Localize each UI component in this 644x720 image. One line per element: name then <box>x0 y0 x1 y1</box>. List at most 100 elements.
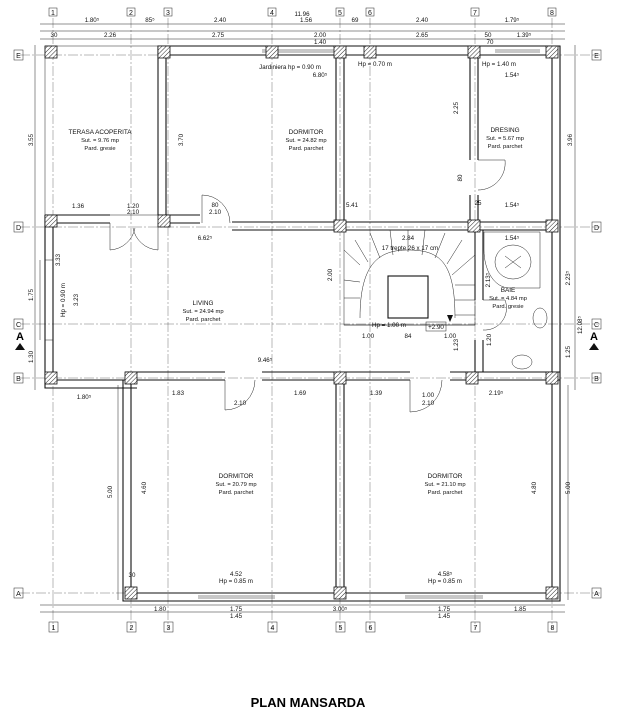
dim-370: 3.70 <box>178 133 185 146</box>
doors <box>109 159 507 413</box>
dim-662: 6.62⁵ <box>198 235 213 242</box>
bathroom-fixtures <box>483 231 548 370</box>
axis-label-A-right: A <box>594 591 599 598</box>
dim-284: 2.84 <box>402 235 415 242</box>
axis-top-label-5: 5 <box>338 10 342 17</box>
room-floor-terasa: Pard. gresie <box>84 146 115 152</box>
room-label-terasa: TERASA ACOPERITA Sut. = 9.76 mp Pard. gr… <box>68 129 132 152</box>
dim-333: 3.33 <box>55 253 62 266</box>
staircase <box>343 229 476 322</box>
dimension-text-misc: 6.80⁵ 1.54⁵ 1.54⁵ 1.54⁵ 5.41 6.62⁵ 9.46⁵… <box>28 72 584 579</box>
dim-80-b: 80 <box>457 174 464 181</box>
axis-top-2 <box>126 7 136 17</box>
note-hp-140: Hp = 1.40 m <box>482 61 516 68</box>
dim-top2-6: 1.39⁵ <box>517 32 532 39</box>
dim-80-a: 80 <box>212 202 219 209</box>
axis-label-D-left: D <box>16 225 21 232</box>
room-label-baie: BAIE Sut. = 4.84 mp Pard. gresie <box>489 287 527 310</box>
dim-123: 1.23 <box>453 338 460 351</box>
note-stairs: 17 trepte 26 x 17 cm <box>382 245 438 252</box>
dim-30: 30 <box>129 572 136 579</box>
dim-210-c: 2.10 <box>234 400 247 407</box>
dim-355: 3.55 <box>28 133 35 146</box>
annotations: Jardiniera hp = 0.90 m Hp = 0.70 m Hp = … <box>60 61 516 585</box>
axis-label-B-left: B <box>16 376 21 383</box>
dim-500-a: 5.00 <box>107 485 114 498</box>
room-area-dresing: Sut. = 5.67 mp <box>486 136 524 142</box>
dim-top2-0: 30 <box>51 32 58 39</box>
dim-154-b: 1.54⁵ <box>505 202 520 209</box>
room-name-dormitor-top: DORMITOR <box>289 129 324 136</box>
axis-label-8: 8 <box>551 625 555 632</box>
axis-label-2: 2 <box>130 625 134 632</box>
dim-500-b: 5.00 <box>565 481 572 494</box>
grid-lines <box>20 18 600 630</box>
note-hp-085-left: Hp = 0.85 m <box>219 578 253 585</box>
dim-84: 84 <box>405 333 412 340</box>
axis-label-3: 3 <box>167 625 171 632</box>
room-label-dormitor-top: DORMITOR Sut. = 24.82 mp Pard. parchet <box>285 129 326 152</box>
dim-180: 1.80⁵ <box>77 394 92 401</box>
dim-top2-3: 2.00 <box>314 32 327 39</box>
note-hp-100: Hp = 1.00 m <box>372 322 406 329</box>
dim-bottom2-0: 1.45 <box>230 613 243 620</box>
dim-top1-1: 85⁵ <box>145 17 155 24</box>
room-floor-baie: Pard. gresie <box>492 304 523 310</box>
dim-139: 1.39 <box>370 390 383 397</box>
axis-top-label-8: 8 <box>550 10 554 17</box>
room-area-baie: Sut. = 4.84 mp <box>489 296 527 302</box>
plan-title: PLAN MANSARDA <box>251 695 366 710</box>
dimension-text-bottom: 1.80 1.75 3.00⁵ 1.75 1.85 1.45 1.45 4.52… <box>154 571 527 620</box>
axis-label-6: 6 <box>369 625 373 632</box>
dim-top1-6: 1.79⁵ <box>505 17 520 24</box>
axis-top-8 <box>547 7 557 17</box>
dim-top1-0: 1.80⁵ <box>85 17 100 24</box>
axis-label-B-right: B <box>594 376 599 383</box>
dim-223: 2.23⁵ <box>565 270 572 285</box>
axis-label-E-left: E <box>16 53 21 60</box>
dim-125: 1.25 <box>565 345 572 358</box>
axis-top-6 <box>365 7 375 17</box>
dim-top1-3: 1.56 <box>300 17 313 24</box>
dim-top1-2: 2.40 <box>214 17 227 24</box>
dim-154-c: 1.54⁵ <box>505 235 520 242</box>
note-hp-070: Hp = 0.70 m <box>358 61 392 68</box>
dim-top2-4: 2.65 <box>416 32 429 39</box>
dim-200: 2.00 <box>327 268 334 281</box>
room-name-terasa: TERASA ACOPERITA <box>68 129 132 136</box>
dim-169: 1.69 <box>294 390 307 397</box>
room-floor-living: Pard. parchet <box>186 317 221 323</box>
axis-top-7 <box>470 7 480 17</box>
dim-136: 1.36 <box>72 203 85 210</box>
axis-top-label-7: 7 <box>473 10 477 17</box>
dim-bottom1-1: 1.75 <box>230 606 243 613</box>
dim-bottom1-3: 1.75 <box>438 606 451 613</box>
room-area-terasa: Sut. = 9.76 mp <box>81 138 119 144</box>
axis-label-E-right: E <box>594 53 599 60</box>
note-hp-085-right: Hp = 0.85 m <box>428 578 462 585</box>
note-hp-090: Hp = 0.90 m <box>60 283 67 317</box>
dim-460: 4.60 <box>141 481 148 494</box>
dim-bottom2-1: 1.45 <box>438 613 451 620</box>
axis-label-4: 4 <box>271 625 275 632</box>
axis-label-D-right: D <box>594 225 599 232</box>
columns <box>44 45 559 600</box>
room-floor-dormitor-top: Pard. parchet <box>289 146 324 152</box>
room-floor-dormitor-bl: Pard. parchet <box>219 490 254 496</box>
dim-bottom-inner-1: 4.58⁵ <box>438 571 453 578</box>
dim-bottom1-4: 1.85 <box>514 606 527 613</box>
dim-top2-1: 2.26 <box>104 32 117 39</box>
dim-480: 4.80 <box>531 481 538 494</box>
axis-top-1 <box>48 7 58 17</box>
dim-210-a: 2.10 <box>127 209 140 216</box>
dim-bottom-inner-0: 4.52 <box>230 571 243 578</box>
walls <box>39 45 561 602</box>
dimension-text-top: 1.80⁵ 85⁵ 2.40 1.56 69 2.40 1.79⁵ 11.96 … <box>51 11 532 46</box>
dim-210-d: 2.10 <box>422 400 435 407</box>
section-mark-right: A <box>589 331 599 350</box>
dim-210-b: 2.10 <box>209 209 222 216</box>
dim-25: 25 <box>475 200 482 207</box>
dim-top1-4: 69 <box>352 17 359 24</box>
note-level: +2.90 <box>428 324 444 331</box>
room-label-living: LIVING Sut. = 24.94 mp Pard. parchet <box>182 300 223 323</box>
